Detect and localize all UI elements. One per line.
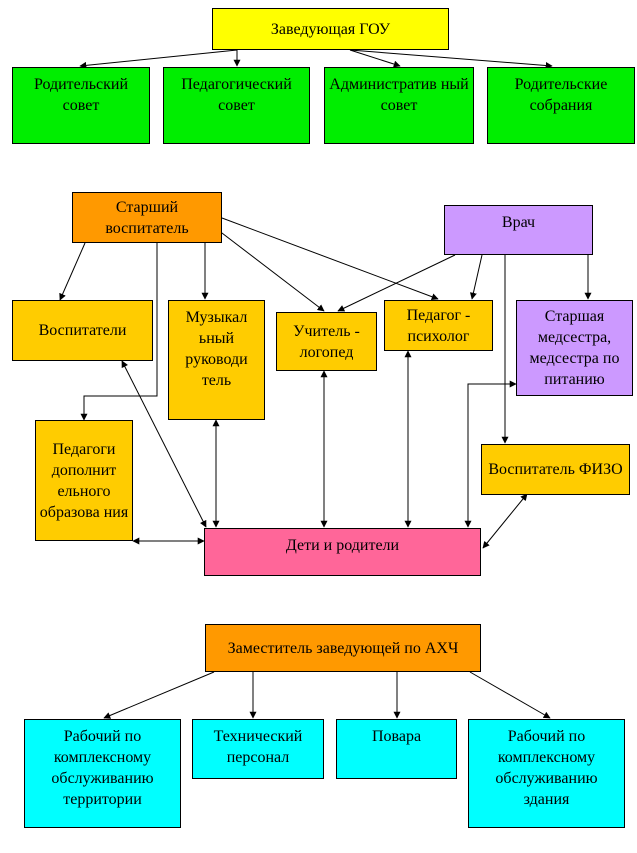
arrow-senior-to-additional (80, 243, 158, 421)
arrow-physical-children (482, 493, 528, 549)
building-worker-box: Рабочий по комплексному обслуживанию зда… (468, 719, 625, 828)
arrow-nurse-children (464, 380, 517, 528)
arrow-doctor-to-speech (337, 254, 456, 312)
music-director-box: Музыкал ьный руководи тель (168, 300, 265, 420)
arrow-head-to-admin-council (349, 49, 401, 68)
admin-council-box: Административ ный совет (324, 67, 474, 144)
cooks-box: Повара (336, 719, 457, 779)
arrow-head-to-parent-meetings (349, 49, 553, 69)
parent-council-box: Родительский совет (12, 67, 150, 144)
arrow-deputy-to-building (469, 671, 551, 719)
head-nurse-box: Старшая медсестра, медсестра по питанию (516, 300, 633, 396)
arrow-deputy-to-territory (103, 671, 215, 719)
arrow-senior-to-educators (59, 242, 86, 301)
pedagogical-council-box: Педагогический совет (163, 67, 310, 144)
psychologist-box: Педагог - психолог (384, 300, 493, 351)
head-box: Заведующая ГОУ (212, 8, 449, 50)
educators-box: Воспитатели (12, 300, 153, 361)
physical-educator-box: Воспитатель ФИЗО (481, 444, 630, 495)
children-parents-box: Дети и родители (204, 528, 481, 576)
arrow-doctor-to-psych (469, 254, 483, 300)
arrow-senior-to-speech (217, 229, 325, 312)
parent-meetings-box: Родительские собрания (487, 67, 635, 144)
speech-therapist-box: Учитель - логопед (276, 312, 377, 371)
senior-educator-box: Старший воспитатель (72, 192, 222, 243)
doctor-box: Врач (444, 205, 593, 255)
territory-worker-box: Рабочий по комплексному обслуживанию тер… (24, 719, 181, 828)
arrow-senior-to-psych (221, 217, 439, 301)
arrow-head-to-parent-council (79, 49, 238, 69)
deputy-head-box: Заместитель заведующей по АХЧ (205, 624, 481, 672)
technical-staff-box: Технический персонал (192, 719, 324, 779)
additional-education-box: Педагоги дополнит ельного образова ния (35, 420, 133, 541)
arrow-educators-children (121, 360, 207, 528)
